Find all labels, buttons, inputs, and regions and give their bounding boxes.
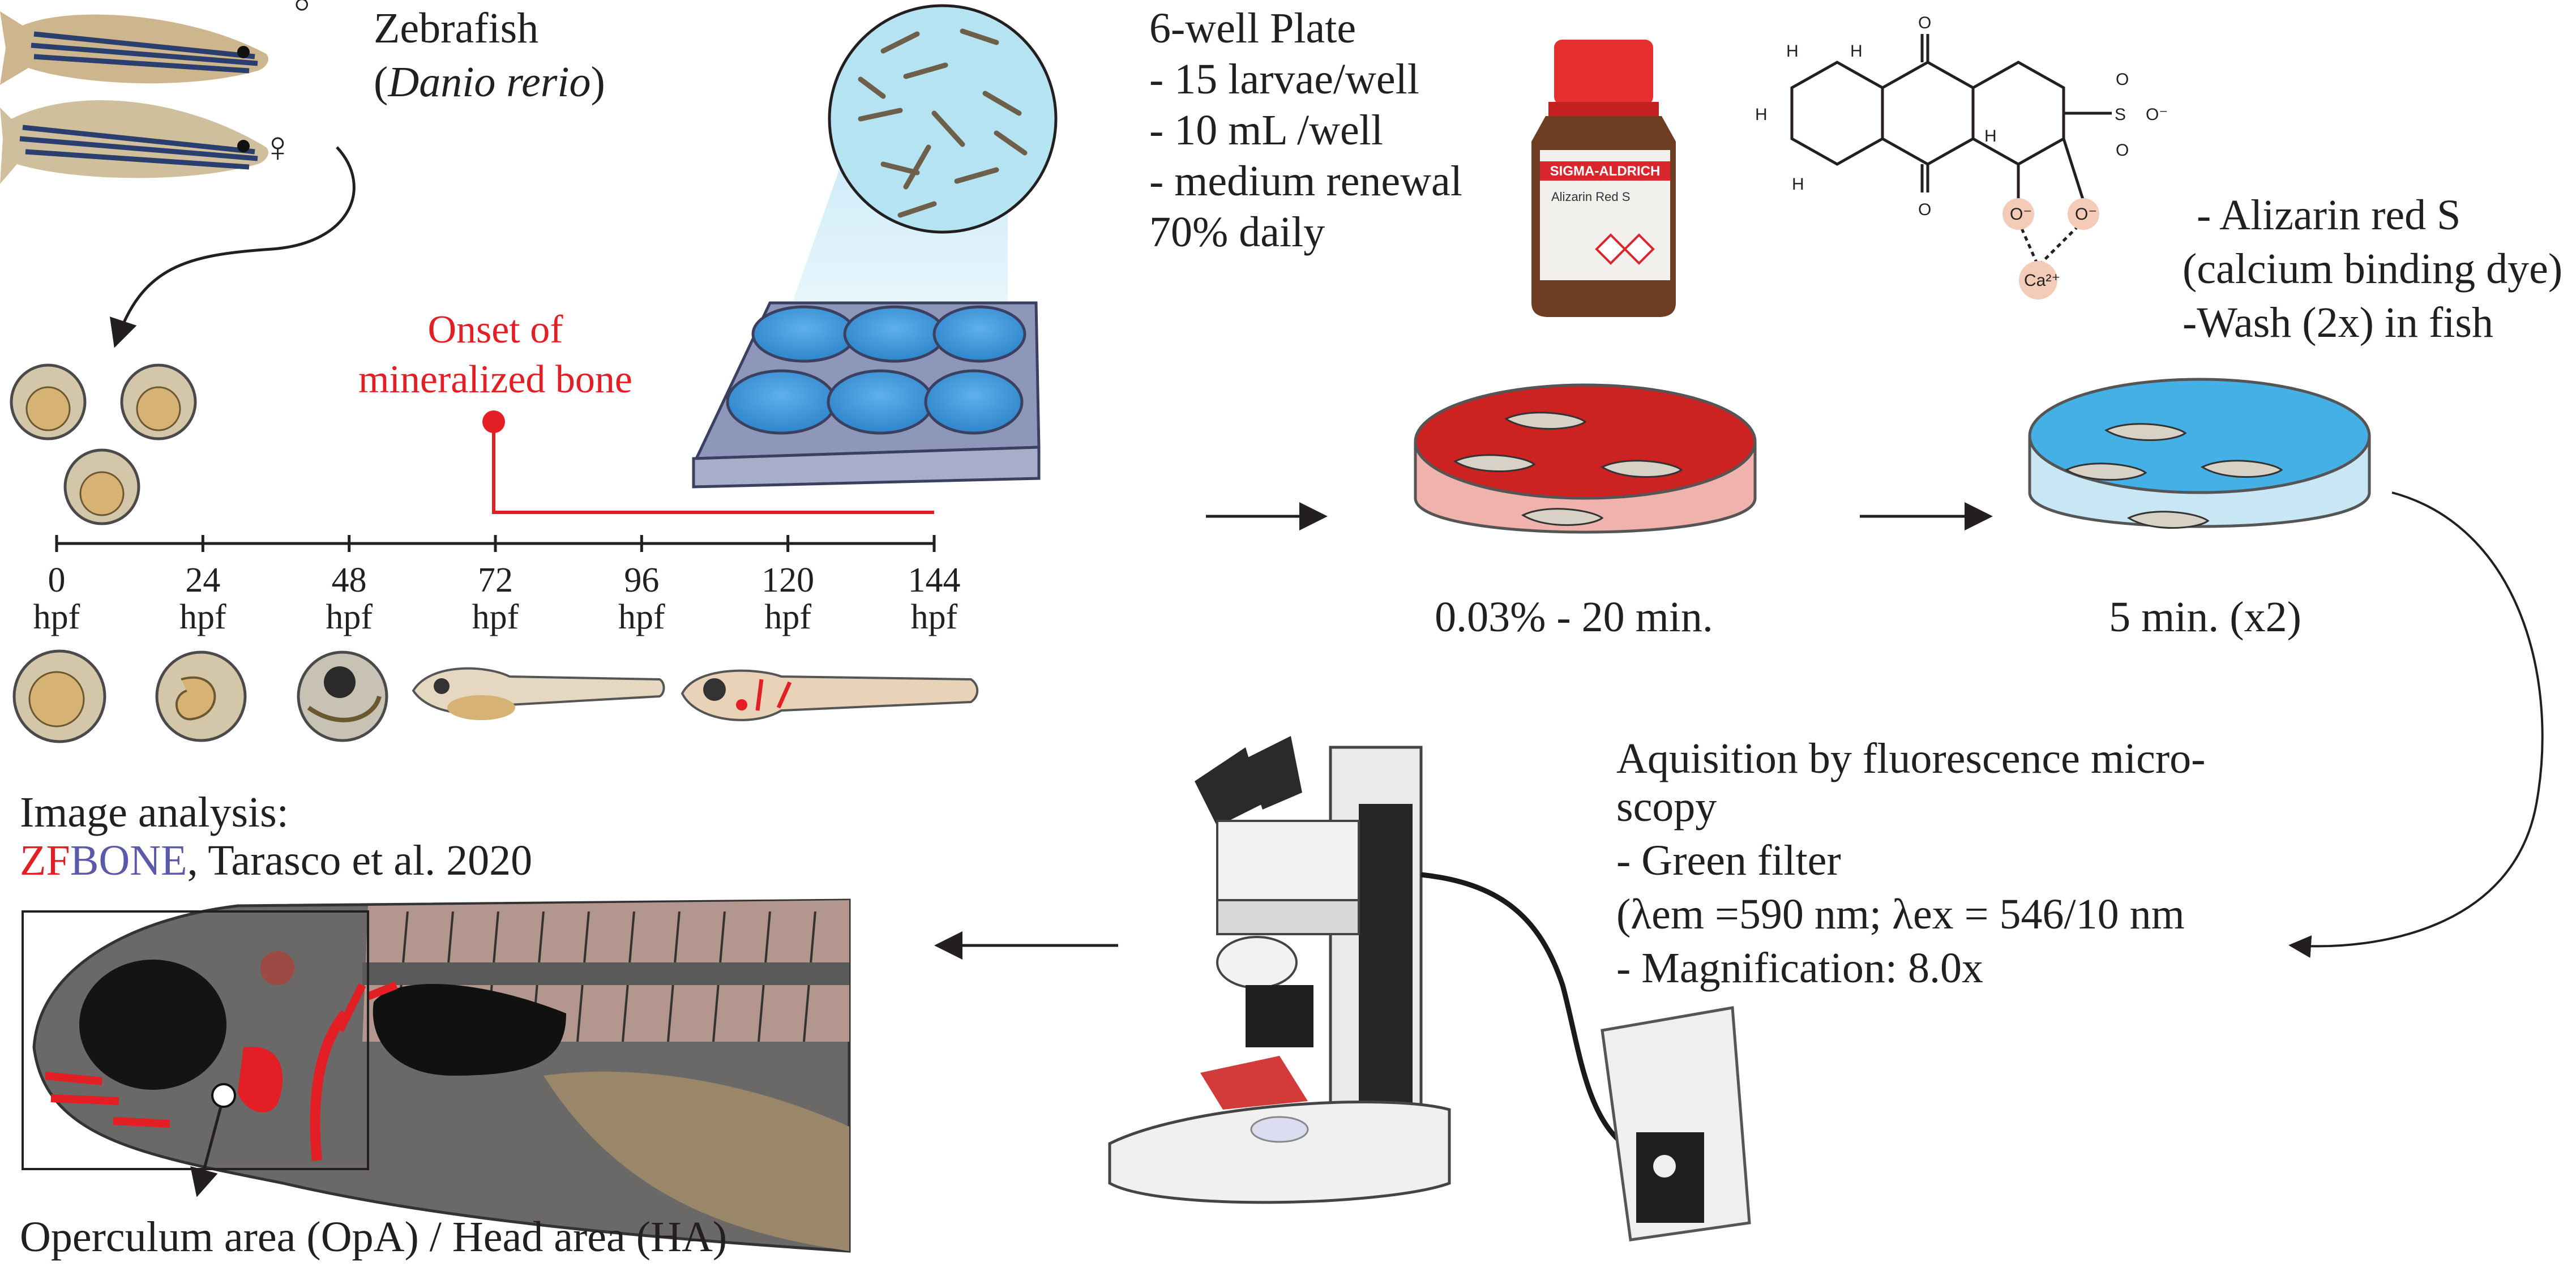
microscopy-description: Aquisition by fluorescence micro- scopy …	[1616, 735, 2205, 992]
timeline-tick-value: 48	[332, 561, 367, 600]
chemical-atom-labels: H H H H H O O S O O O⁻ O⁻ O⁻ Ca²⁺	[1755, 14, 2168, 290]
plate-line-4: - medium renewal	[1149, 157, 1462, 205]
alizarin-structure	[1790, 34, 2112, 269]
timeline-tick-value: 120	[761, 561, 814, 600]
timeline-tick-unit: hpf	[764, 598, 811, 636]
onset-marker	[482, 410, 934, 514]
atom-h-2: H	[1786, 42, 1799, 61]
male-symbol: ♂	[289, 0, 321, 25]
microscopy-line-5: - Magnification: 8.0x	[1616, 944, 1983, 992]
timeline-tick-value: 96	[624, 561, 659, 600]
microscopy-line-1: Aquisition by fluorescence micro-	[1616, 735, 2205, 782]
atom-o-2: O	[1918, 200, 1931, 219]
dye-description: - Alizarin red S (calcium binding dye) -…	[2183, 191, 2562, 346]
fluorescence-microscope	[1108, 736, 1751, 1242]
chelate-atoms	[2002, 198, 2099, 299]
atom-o-minus-3: O⁻	[2075, 205, 2097, 224]
embryo-cells	[25, 386, 181, 516]
stain-step-label: 0.03% - 20 min.	[1435, 593, 1713, 641]
atom-o-3: O	[2116, 70, 2129, 89]
operculum-pointer	[190, 1106, 222, 1197]
dye-line-3: -Wash (2x) in fish	[2183, 299, 2493, 346]
analysis-citation-line: ZFBONE, Tarasco et al. 2020	[20, 837, 532, 884]
wash-dish	[2028, 378, 2371, 529]
timeline-tick-unit: hpf	[911, 598, 958, 636]
zf-label: ZF	[20, 837, 70, 884]
plate-description: 6-well Plate - 15 larvae/well - 10 mL /w…	[1149, 5, 1462, 256]
timeline-tick-unit: hpf	[179, 598, 226, 636]
microscopy-line-3: - Green filter	[1616, 837, 1841, 884]
alizarin-bottle: SIGMA-ALDRICH Alizarin Red S	[1531, 40, 1676, 317]
microscopy-line-2: scopy	[1616, 783, 1717, 831]
dye-line-1: - Alizarin red S	[2197, 191, 2461, 239]
microscopy-line-4: (λem =590 nm; λex = 546/10 nm	[1616, 891, 2185, 938]
timeline-tick-value: 0	[48, 561, 66, 600]
bone-label: BONE	[70, 837, 187, 884]
atom-o-4: O	[2116, 141, 2129, 160]
species-name: Zebrafish	[374, 5, 538, 52]
atom-h-4: H	[1792, 175, 1804, 194]
spawning-arrow	[109, 146, 356, 348]
onset-label-line1: Onset of	[427, 308, 563, 352]
plate-line-5: 70% daily	[1149, 208, 1325, 256]
stain-dish	[1414, 383, 1757, 534]
bottle-product: Alizarin Red S	[1551, 190, 1630, 204]
onset-label-line2: mineralized bone	[358, 358, 632, 401]
plate-line-3: - 10 mL /well	[1149, 106, 1383, 154]
plate-line-2: - 15 larvae/well	[1149, 55, 1419, 103]
atom-h-3: H	[1755, 105, 1768, 124]
bottle-brand: SIGMA-ALDRICH	[1550, 164, 1661, 179]
dye-line-2: (calcium binding dye)	[2183, 245, 2562, 293]
timeline-tick-unit: hpf	[618, 598, 665, 636]
atom-o-minus-1: O⁻	[2146, 105, 2168, 124]
atom-ca: Ca²⁺	[2024, 271, 2060, 290]
paren-close: )	[591, 58, 605, 106]
paren-open: (	[374, 58, 388, 106]
male-zebrafish	[0, 11, 269, 85]
atom-h-1: H	[1850, 42, 1863, 61]
larva-head-analysis	[32, 898, 851, 1253]
timeline-tick-value: 72	[478, 561, 513, 600]
developmental-stages	[12, 649, 979, 743]
timeline-tick-value: 144	[908, 561, 961, 600]
species-latin-line: (Danio rerio)	[374, 58, 605, 106]
six-well-plate	[692, 301, 1041, 489]
wash-step-label: 5 min. (x2)	[2109, 593, 2301, 641]
female-symbol: ♀	[262, 123, 294, 171]
adult-zebrafish-illustration	[0, 11, 269, 184]
timeline-tick-value: 24	[185, 561, 220, 600]
atom-o-1: O	[1918, 14, 1931, 32]
timeline-tick-unit: hpf	[472, 598, 519, 636]
citation-label: , Tarasco et al. 2020	[187, 837, 533, 884]
timeline-tick-unit: hpf	[33, 598, 80, 636]
analysis-outcome: Operculum area (OpA) / Head area (HA)	[20, 1213, 727, 1261]
arrow-to-microscopy	[2288, 491, 2544, 958]
atom-h-5: H	[1984, 127, 1997, 145]
timeline-tick-unit: hpf	[326, 598, 373, 636]
atom-o-minus-2: O⁻	[2010, 205, 2032, 224]
analysis-title: Image analysis:	[20, 789, 289, 836]
plate-line-1: 6-well Plate	[1149, 5, 1356, 52]
species-latin: Danio rerio	[387, 58, 590, 106]
atom-s: S	[2115, 105, 2126, 124]
female-zebrafish	[0, 100, 269, 184]
